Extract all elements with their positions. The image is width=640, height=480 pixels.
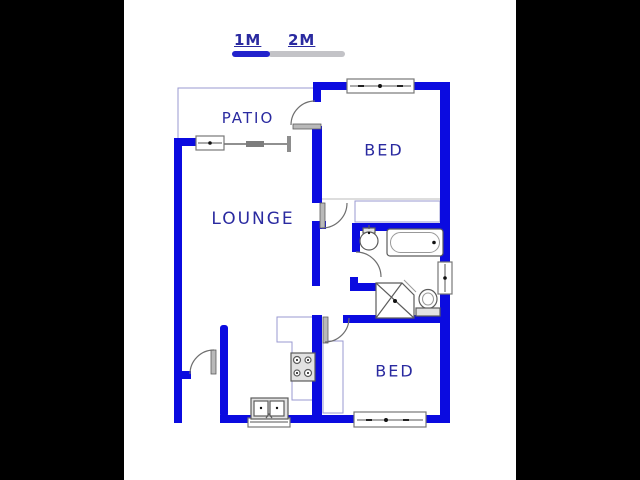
door-entry — [189, 349, 217, 375]
room-label-bed-top: BED — [364, 140, 404, 160]
toilet-icon — [415, 288, 441, 317]
stove-icon — [290, 352, 316, 382]
room-label-patio: PATIO — [221, 109, 275, 127]
scale-bar-2m-segment — [268, 51, 345, 57]
kitchen-counter-outline — [276, 316, 312, 401]
wardrobe-outline-bed-top — [322, 198, 441, 223]
bathtub-icon — [386, 228, 444, 257]
door-bed-bottom — [322, 316, 350, 344]
patio-edge-line — [224, 136, 291, 152]
patio-outline — [177, 87, 313, 138]
kitchen-sink-icon — [250, 397, 289, 420]
door-bathroom — [355, 251, 382, 278]
room-label-bed-bottom: BED — [375, 361, 415, 381]
scale-label-2m: 2M — [288, 31, 316, 49]
door-lounge-hall — [319, 202, 348, 229]
letterbox-left — [0, 0, 124, 480]
washbasin-icon — [359, 225, 379, 251]
shower-icon — [375, 279, 417, 319]
room-label-lounge: LOUNGE — [211, 209, 295, 229]
letterbox-right — [516, 0, 640, 480]
wardrobe-outline-bed-bottom — [322, 340, 344, 414]
door-patio — [290, 100, 322, 130]
window-bathroom — [437, 261, 453, 295]
window-bed-bottom — [353, 411, 427, 428]
window-lounge — [195, 135, 225, 151]
window-bed-top — [346, 78, 415, 94]
scale-bar-1m-segment — [232, 51, 270, 57]
scale-label-1m: 1M — [234, 31, 262, 49]
